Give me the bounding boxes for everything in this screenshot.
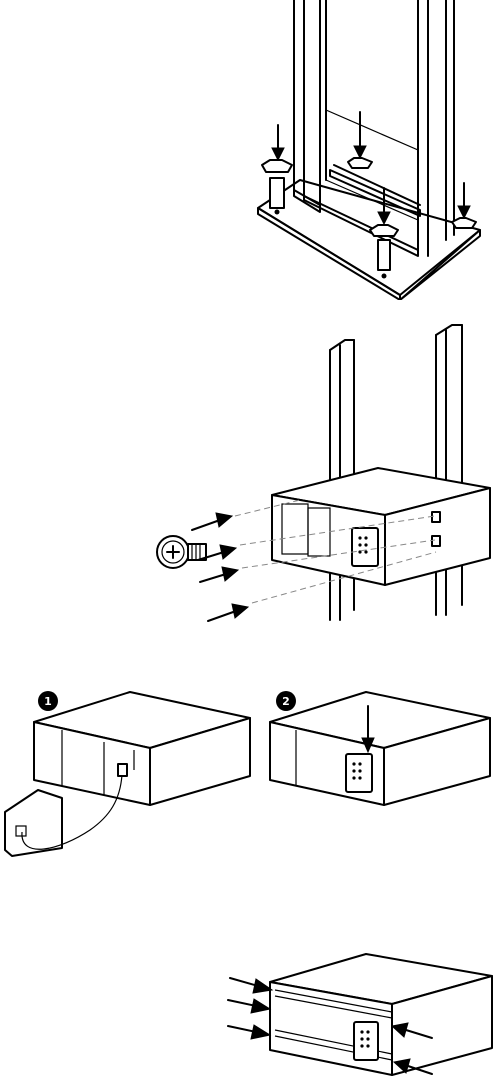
- leveling-foot-right: [452, 218, 476, 228]
- down-arrow-icon: [354, 112, 366, 158]
- down-arrow-icon: [272, 125, 284, 160]
- right-arrow-icon: [228, 1025, 270, 1039]
- right-arrow-icon: [230, 978, 272, 993]
- right-arrow-icon: [192, 513, 232, 530]
- right-arrow-icon: [200, 567, 238, 582]
- control-panel: [346, 754, 372, 792]
- step-badge-1: 1: [38, 691, 58, 711]
- front-bezel-illustration: [0, 940, 503, 1081]
- right-arrow-icon: [208, 604, 248, 621]
- rack-base-illustration: [0, 0, 503, 300]
- connection-steps-illustration: 1 2: [0, 680, 503, 870]
- svg-text:1: 1: [44, 695, 52, 708]
- right-arrow-icon: [228, 999, 270, 1013]
- screw-icon: [157, 536, 206, 568]
- control-panel: [352, 528, 378, 566]
- leveling-foot-back: [348, 158, 372, 168]
- svg-text:2: 2: [282, 695, 290, 708]
- control-panel: [354, 1022, 378, 1060]
- ups-unit-front: [270, 954, 492, 1075]
- ups-unit-step-1: [34, 692, 250, 805]
- down-arrow-icon: [458, 183, 470, 218]
- rack-mount-illustration: [0, 320, 503, 640]
- phone-jack-icon: [5, 790, 62, 856]
- ups-unit-step-2: [270, 692, 490, 805]
- step-badge-2: 2: [276, 691, 296, 711]
